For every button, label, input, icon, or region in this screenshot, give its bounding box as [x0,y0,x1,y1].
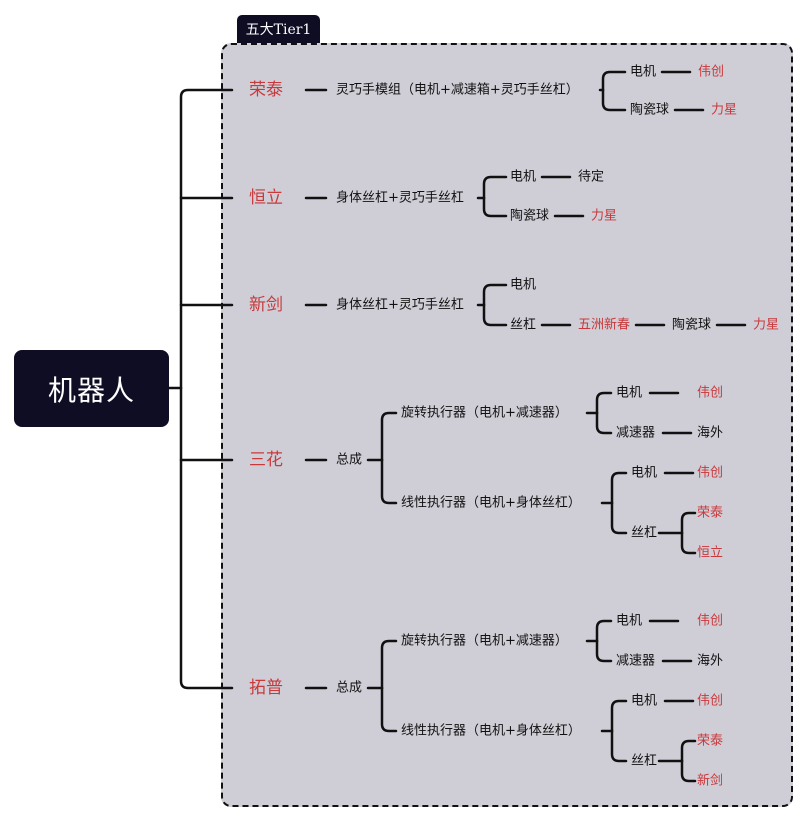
actuator-4-0[interactable]: 旋转执行器（电机+减速器） [401,634,568,649]
actuator-3-1[interactable]: 线性执行器（电机+身体丝杠） [401,495,581,511]
actuator-3-0[interactable]: 旋转执行器（电机+减速器） [401,406,568,421]
actuator-4-0-bracket-branch-0 [595,619,613,643]
actuator-3-1-bracket-branch-1 [610,501,628,535]
part-3-0-0[interactable]: 电机 [616,386,642,401]
actuator-3-0-bracket-branch-1 [595,411,613,435]
company-4[interactable]: 拓普 [249,678,283,698]
supplier-2-1-1[interactable]: 陶瓷球 [672,317,711,333]
component-4[interactable]: 总成 [336,681,362,696]
part-4-1-1[interactable]: 丝杠 [631,753,657,769]
part-2-0[interactable]: 电机 [510,278,536,293]
supplier-0-1-0[interactable]: 力星 [711,103,737,118]
actuator-4-1-bracket-branch-1 [610,729,628,763]
assembly-3-bracket-branch-0 [380,411,398,462]
component-2-bracket-branch-0 [482,283,508,307]
component-2[interactable]: 身体丝杠+灵巧手丝杠 [336,297,464,313]
supplier-1-1-0[interactable]: 力星 [591,209,617,224]
component-1-bracket-branch-0 [482,175,508,200]
part-3-1-0[interactable]: 电机 [631,466,657,481]
assembly-4-bracket-branch-1 [380,686,398,733]
part-2-1[interactable]: 丝杠 [510,317,536,333]
actuator-4-1[interactable]: 线性执行器（电机+身体丝杠） [401,723,581,739]
supplier-1-0-0[interactable]: 待定 [578,170,604,185]
component-0-bracket-branch-0 [601,70,627,92]
supplier-2-1-2[interactable]: 力星 [753,318,779,333]
component-0-bracket-branch-1 [601,88,627,112]
screw-3-bracket-branch-0 [680,511,697,535]
root-node[interactable]: 机器人 [14,350,169,427]
actuator-3-1-bracket-branch-0 [610,471,628,505]
tier1-group-box [221,43,793,807]
company-1[interactable]: 恒立 [249,188,283,208]
part-1-1[interactable]: 陶瓷球 [510,208,549,224]
actuator-4-1-bracket-branch-0 [610,699,628,733]
supplier-2-1-0[interactable]: 五洲新春 [578,317,630,333]
screw-3-bracket-branch-1 [680,531,697,555]
supplier-3-1-0[interactable]: 伟创 [697,466,723,481]
supplier-3-0-0[interactable]: 伟创 [697,386,723,401]
supplier-4-0-1[interactable]: 海外 [697,654,723,669]
component-2-bracket-branch-1 [482,303,508,327]
part-0-0[interactable]: 电机 [630,65,656,80]
company-3[interactable]: 三花 [249,450,283,470]
screw-4-bracket-branch-1 [680,759,697,783]
tier1-group-label: 五大Tier1 [237,15,320,43]
supplier-4-1-1-1[interactable]: 新剑 [697,773,723,789]
supplier-3-0-1[interactable]: 海外 [697,426,723,441]
supplier-3-1-1-1[interactable]: 恒立 [697,546,723,561]
assembly-4-bracket-branch-0 [380,639,398,690]
actuator-3-0-bracket-branch-0 [595,391,613,415]
supplier-0-0-0[interactable]: 伟创 [698,65,724,80]
part-3-1-1[interactable]: 丝杠 [631,525,657,541]
actuator-4-0-bracket-branch-1 [595,639,613,663]
company-2[interactable]: 新剑 [249,295,283,315]
component-1-bracket-branch-1 [482,196,508,218]
supplier-4-1-0[interactable]: 伟创 [697,694,723,709]
supplier-3-1-1-0[interactable]: 荣泰 [697,506,723,521]
component-1[interactable]: 身体丝杠+灵巧手丝杠 [336,190,464,206]
component-3[interactable]: 总成 [336,453,362,468]
part-4-0-0[interactable]: 电机 [616,614,642,629]
supplier-4-1-1-0[interactable]: 荣泰 [697,734,723,749]
assembly-3-bracket-branch-1 [380,458,398,505]
supplier-4-0-0[interactable]: 伟创 [697,614,723,629]
screw-4-bracket-branch-0 [680,739,697,763]
part-3-0-1[interactable]: 减速器 [616,426,655,441]
part-4-1-0[interactable]: 电机 [631,694,657,709]
part-0-1[interactable]: 陶瓷球 [630,102,669,118]
root-connector-branch-4 [179,386,234,690]
part-4-0-1[interactable]: 减速器 [616,654,655,669]
component-0[interactable]: 灵巧手模组（电机+减速箱+灵巧手丝杠） [336,82,579,98]
company-0[interactable]: 荣泰 [249,80,283,100]
part-1-0[interactable]: 电机 [510,170,536,185]
root-connector-branch-0 [179,88,234,390]
